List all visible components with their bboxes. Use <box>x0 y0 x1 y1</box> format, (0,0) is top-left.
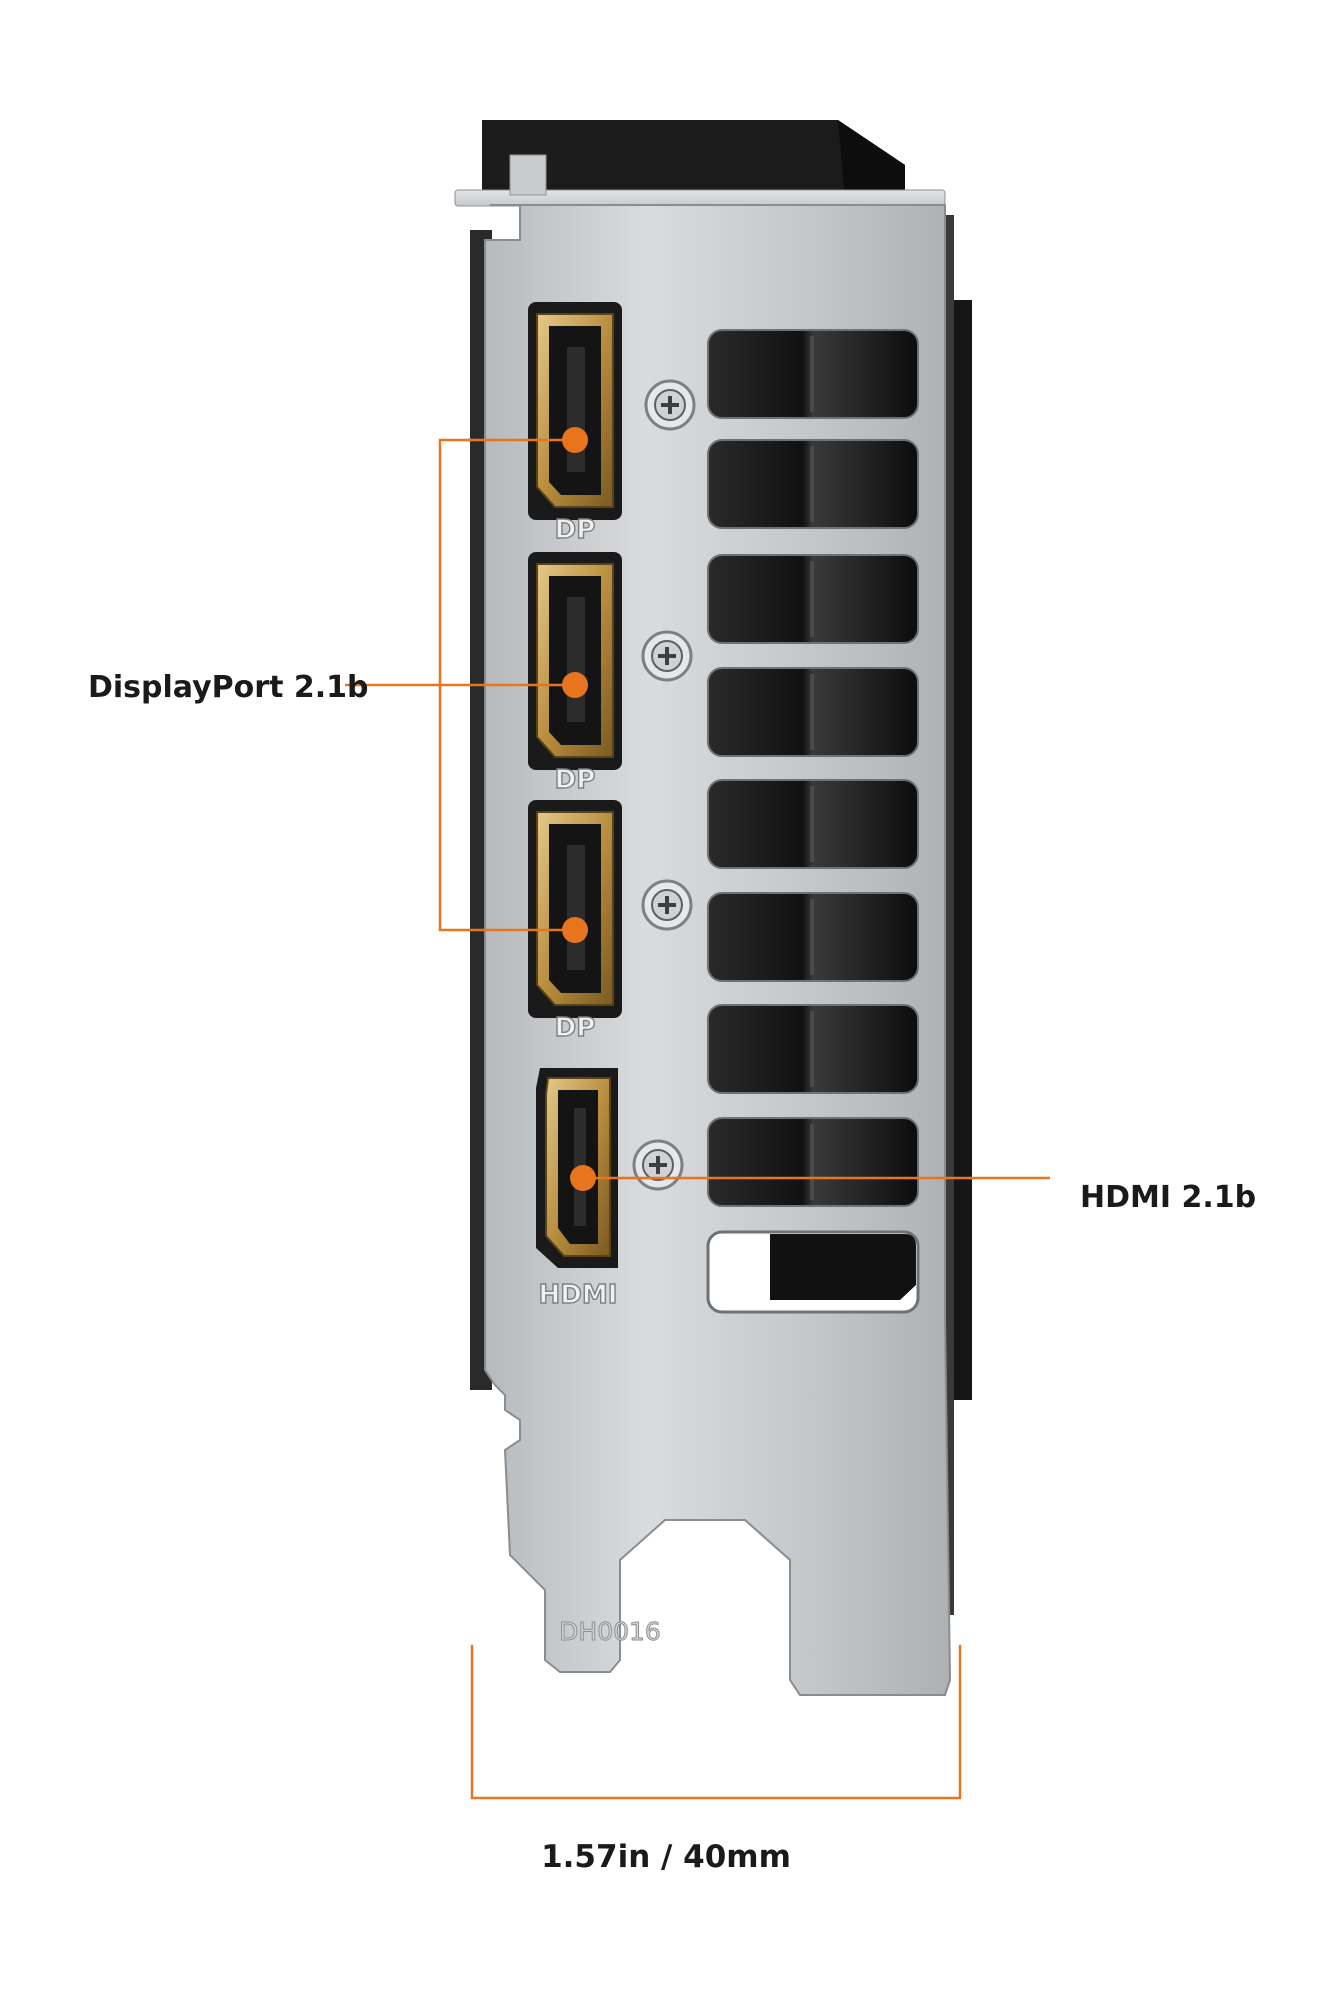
vent-fin <box>810 561 814 637</box>
callout-dot-dp-2 <box>562 672 588 698</box>
callout-dots <box>562 427 596 1191</box>
vent-fin <box>810 446 814 522</box>
vent-fin <box>810 899 814 975</box>
port-label-dp-3: DP <box>555 1013 596 1043</box>
vent-fin <box>810 1011 814 1087</box>
screw-icon <box>644 379 696 431</box>
hdmi-callout-label: HDMI 2.1b <box>1080 1180 1257 1215</box>
width-dimension-line <box>470 1645 962 1800</box>
displayport-connector <box>528 302 622 520</box>
vent-slots <box>706 329 920 1314</box>
callout-dot-hdmi <box>570 1165 596 1191</box>
vent-slot-interior <box>770 1234 916 1300</box>
screw-icon <box>641 630 693 682</box>
callout-dot-dp-1 <box>562 427 588 453</box>
callout-dot-dp-3 <box>562 917 588 943</box>
vent-fin <box>810 1124 814 1200</box>
displayport-connector <box>528 552 622 770</box>
port-label-dp-2: DP <box>555 765 596 795</box>
vent-fin <box>810 674 814 750</box>
displayport-connector <box>528 800 622 1018</box>
bracket-stamp: DH0016 <box>559 1617 661 1646</box>
io-ports <box>528 302 622 1268</box>
screw-icon <box>641 879 693 931</box>
port-label-hdmi: HDMI <box>539 1280 618 1310</box>
displayport-leader-lines <box>345 438 575 932</box>
vent-fin <box>810 786 814 862</box>
bracket-top-lip <box>454 154 946 223</box>
screw-icon <box>632 1139 684 1191</box>
displayport-callout-label: DisplayPort 2.1b <box>88 670 369 705</box>
port-label-dp-1: DP <box>555 515 596 545</box>
width-dimension-label: 1.57in / 40mm <box>541 1839 791 1875</box>
vent-fin <box>810 336 814 412</box>
